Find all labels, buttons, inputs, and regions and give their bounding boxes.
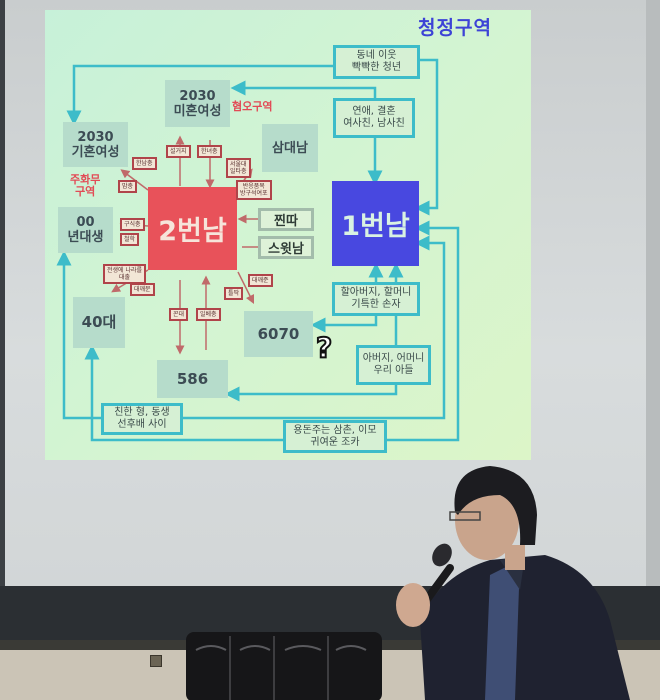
group-586: 586: [157, 360, 228, 398]
group-2000s: 00 년대생: [58, 207, 113, 253]
relation-grandparents: 할아버지, 할머니 기특한 손자: [332, 282, 420, 316]
label-tag: 철학: [120, 233, 140, 246]
label-tag: 대깨문: [130, 283, 155, 296]
speaker-person: [396, 466, 630, 700]
group-6070: 6070: [244, 311, 313, 357]
group-40s: 40대: [73, 297, 125, 348]
label-tag: 맘충: [118, 180, 138, 193]
line: [224, 385, 398, 402]
line: [414, 58, 439, 216]
label-tag: 틀딱: [224, 287, 244, 300]
relation-seniors: 친한 형, 동생 선후배 사이: [101, 403, 183, 435]
label-tag: 서울대 일타충: [226, 158, 251, 178]
label-tag: 일베충: [196, 308, 221, 321]
line: [66, 64, 333, 126]
line: [182, 235, 446, 420]
line: [84, 344, 283, 442]
label-tag: 꼰대: [169, 308, 189, 321]
power-outlet: [150, 655, 162, 667]
hate-zone-label: 혐오구역: [232, 100, 273, 113]
question-mark-sticker: ?: [315, 330, 333, 365]
group-samdae: 삼대남: [262, 124, 318, 172]
man1-box: 1번남: [332, 181, 419, 266]
left-zone-label: 주화무 구역: [70, 173, 101, 198]
line: [56, 250, 101, 420]
line: [310, 315, 378, 333]
label-tag: 한남충: [132, 157, 157, 170]
chair: [186, 632, 382, 700]
relation-dating: 연애, 결혼 여사친, 남사친: [333, 98, 415, 138]
screen-frame: [0, 0, 5, 700]
group-married-women: 2030 기혼여성: [63, 122, 128, 167]
relation-uncle: 용돈주는 삼촌, 이모 귀여운 조카: [283, 420, 387, 453]
label-tag: 전생에 나라를 대출: [103, 264, 147, 284]
man2-box: 2번남: [148, 187, 237, 270]
slide-title: 청정구역: [418, 17, 492, 39]
screen-frame: [646, 0, 660, 588]
label-tag: 반응품목 방구석여포: [236, 180, 272, 200]
label-tag: 한녀충: [197, 145, 222, 158]
zzinta-box: 찐따: [258, 208, 314, 231]
label-tag: 구식충: [120, 218, 145, 231]
sweet-man-box: 스윗남: [258, 236, 314, 259]
relation-parents: 아버지, 어머니 우리 아들: [356, 345, 431, 385]
line: [230, 80, 377, 98]
line: [387, 220, 460, 442]
group-unmarried-women: 2030 미혼여성: [165, 80, 230, 127]
label-tag: 설거지: [166, 145, 191, 158]
relation-neighbor: 동네 이웃 빡빡한 청년: [333, 45, 420, 79]
label-tag: 대깨준: [248, 274, 273, 287]
line: [237, 271, 255, 305]
